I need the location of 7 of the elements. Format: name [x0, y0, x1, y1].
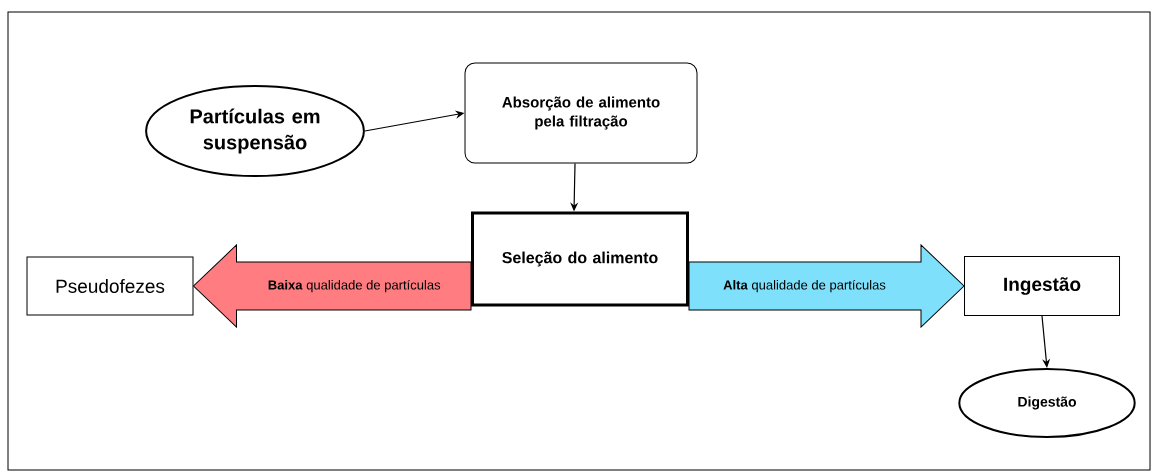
arrow — [1041, 315, 1051, 368]
oval-node: Partículas em suspensão — [145, 85, 365, 177]
oval-node: Digestão — [958, 368, 1136, 438]
process-box: Pseudofezes — [26, 256, 194, 316]
process-box: Ingestão — [964, 256, 1120, 316]
process-box: Seleção do alimento — [471, 211, 689, 307]
process-box: Absorção de alimento pela filtração — [464, 62, 698, 164]
